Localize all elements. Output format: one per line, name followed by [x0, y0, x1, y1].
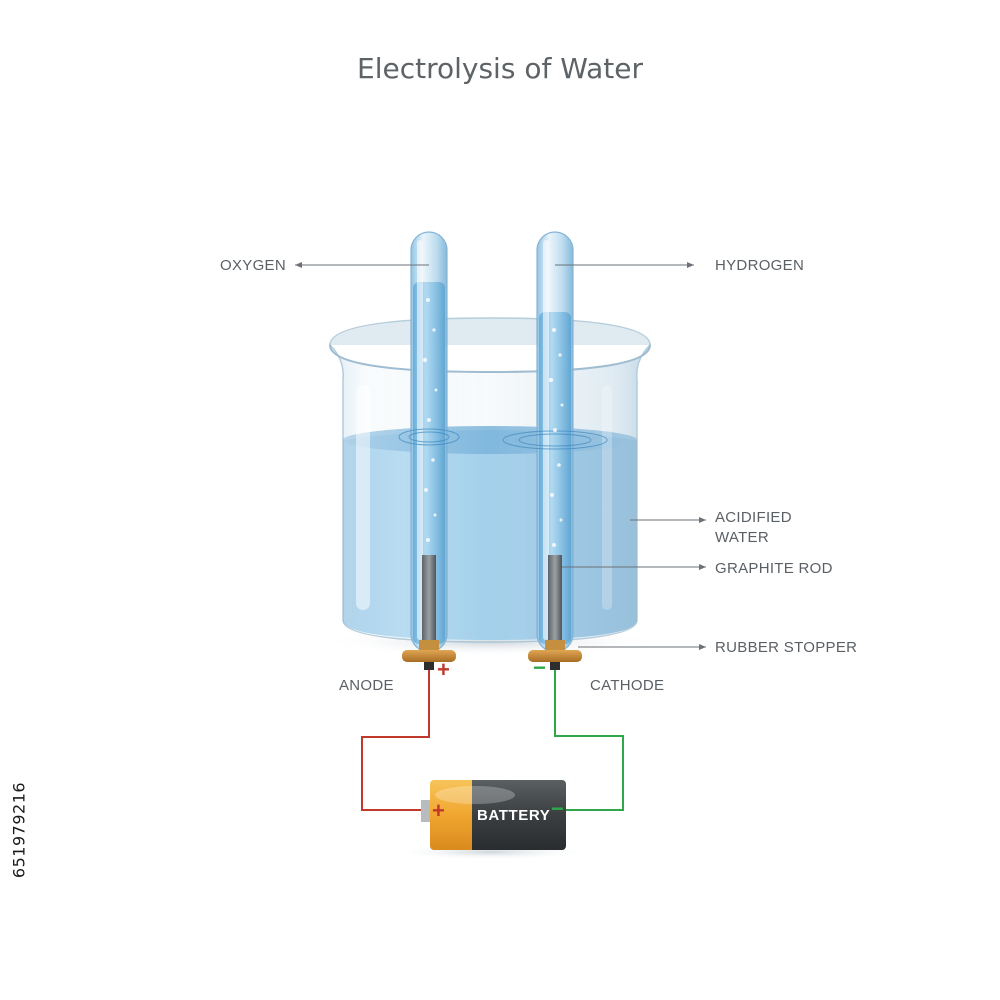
anode-graphite-rod: [422, 555, 436, 640]
beaker: [329, 317, 651, 643]
side-id: 651979216: [4, 760, 34, 900]
diagram-title: Electrolysis of Water: [357, 52, 643, 85]
cathode-graphite-rod: [548, 555, 562, 640]
battery-minus-sign: −: [551, 796, 565, 821]
battery: [421, 780, 566, 850]
anode-rubber-stopper: [402, 640, 456, 670]
anode-label: ANODE: [339, 677, 394, 694]
oxygen-label: OXYGEN: [220, 257, 286, 274]
hydrogen-test-tube: [502, 231, 608, 653]
rubber-stopper-label: RUBBER STOPPER: [715, 639, 858, 656]
acidified-water-label: ACIDIFIED WATER: [715, 508, 792, 548]
cathode-rubber-stopper: [528, 640, 582, 670]
side-id-text: 651979216: [9, 781, 29, 879]
acidified-water-label-line1: ACIDIFIED: [715, 509, 792, 526]
acidified-water-label-line2: WATER: [715, 529, 769, 546]
positive-wire: [361, 670, 430, 811]
anode-plus-sign: +: [437, 657, 451, 682]
battery-plus-sign: +: [432, 798, 446, 823]
battery-label: BATTERY: [477, 807, 551, 824]
graphite-rod-label: GRAPHITE ROD: [715, 560, 833, 577]
negative-wire: [554, 670, 624, 811]
cathode-minus-sign: −: [533, 655, 547, 680]
cathode-label: CATHODE: [590, 677, 665, 694]
hydrogen-label: HYDROGEN: [715, 257, 805, 274]
